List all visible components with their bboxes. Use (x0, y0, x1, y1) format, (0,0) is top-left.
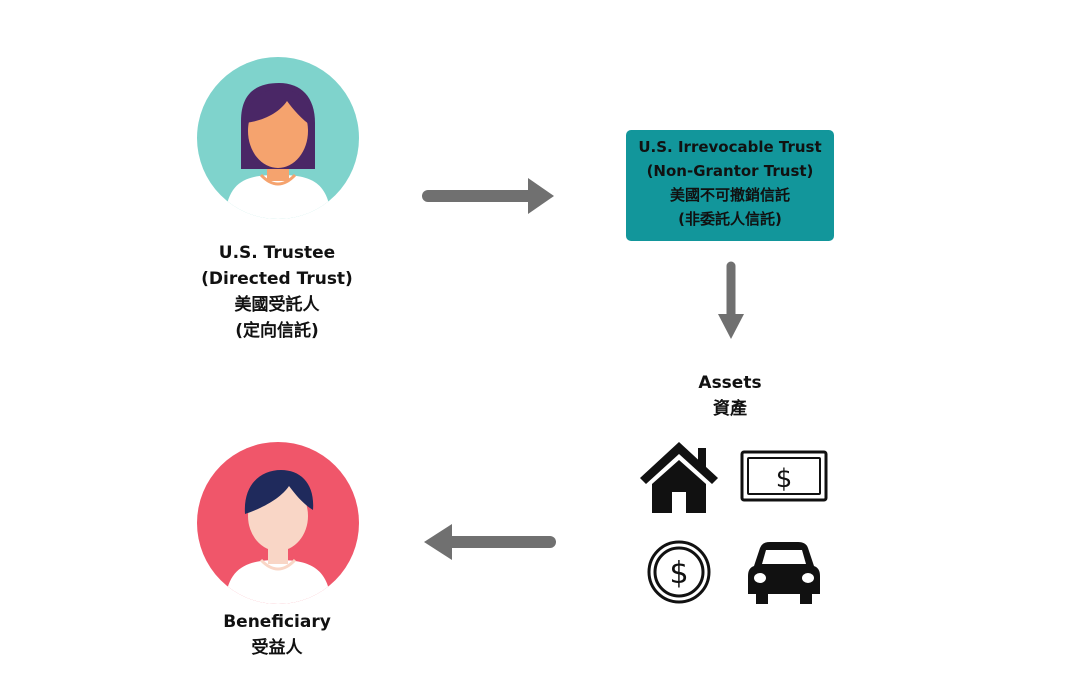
trust-line-2: (Non-Grantor Trust) (646, 162, 814, 180)
arrow-left-icon (424, 524, 556, 560)
banknote-symbol: $ (776, 464, 793, 494)
car-icon (748, 542, 820, 604)
house-icon (640, 442, 718, 513)
arrow-right-icon (422, 178, 554, 214)
beneficiary-label: Beneficiary 受益人 (177, 609, 377, 661)
trustee-line-1: U.S. Trustee (218, 243, 336, 263)
assets-line-1: Assets (698, 373, 762, 393)
trust-line-4: (非委託人信託) (678, 210, 782, 228)
banknote-icon: $ (740, 450, 828, 502)
beneficiary-line-1: Beneficiary (223, 612, 331, 632)
trustee-line-4: (定向信託) (235, 321, 319, 341)
trust-line-3: 美國不可撤銷信託 (669, 186, 790, 204)
trustee-line-2: (Directed Trust) (201, 269, 353, 289)
coin-icon: $ (647, 540, 711, 604)
irrevocable-trust-box: U.S. Irrevocable Trust (Non-Grantor Trus… (626, 130, 834, 241)
beneficiary-line-2: 受益人 (251, 638, 303, 658)
arrow-down-icon (718, 261, 744, 339)
coin-symbol: $ (669, 556, 688, 591)
beneficiary-avatar (197, 442, 359, 604)
trustee-person-icon (197, 57, 359, 219)
assets-label: Assets 資產 (630, 370, 830, 422)
trustee-avatar (197, 57, 359, 219)
beneficiary-person-icon (197, 442, 359, 604)
trustee-line-3: 美國受託人 (234, 295, 320, 315)
trust-line-1: U.S. Irrevocable Trust (638, 138, 822, 156)
trustee-label: U.S. Trustee (Directed Trust) 美國受託人 (定向信… (177, 240, 377, 344)
assets-line-2: 資產 (713, 399, 747, 419)
